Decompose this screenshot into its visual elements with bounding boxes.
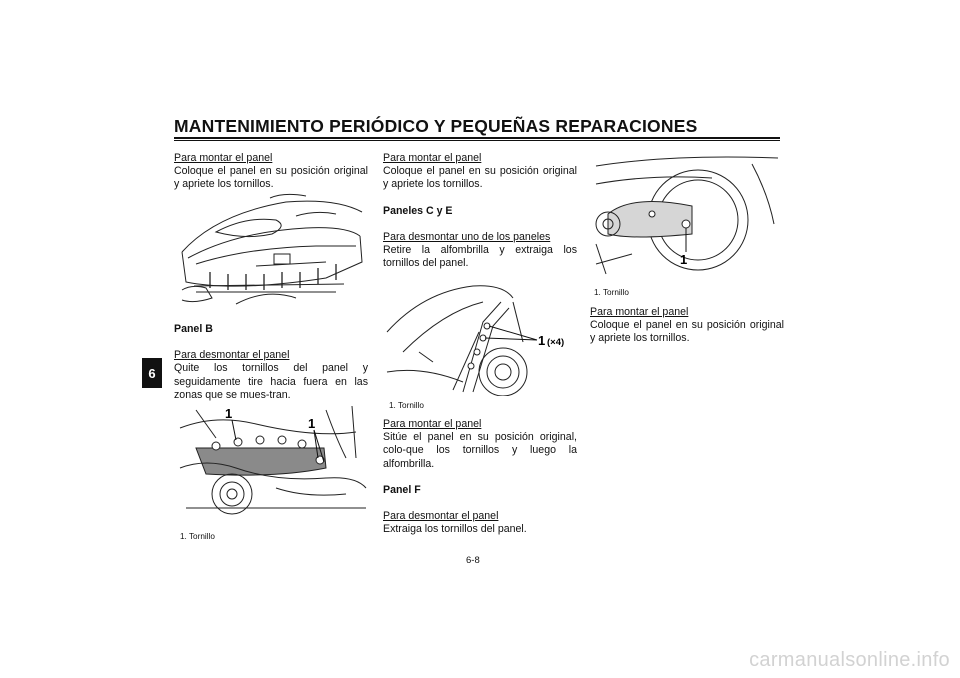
paragraph: Coloque el panel en su posición original… [174,165,368,191]
section-heading: Para desmontar el panel [383,510,499,523]
figure-label: 1 [308,416,315,431]
section-heading: Para montar el panel [590,306,689,318]
paragraph: Sitúe el panel en su posición original, … [383,431,577,470]
section-heading: Para desmontar el panel [174,349,290,362]
figure-label: 1 [225,406,232,421]
section-heading: Para montar el panel [383,418,482,430]
watermark: carmanualsonline.info [749,649,950,671]
column-3: Para montar el panel Coloque el panel en… [590,306,784,346]
section-heading: Para desmontar uno de los paneles [383,230,551,243]
figure-label: 1 [680,252,687,267]
figure-caption: 1. Tornillo [389,401,424,410]
column-2: Para montar el panel Coloque el panel en… [383,152,577,270]
title-rule-thin [174,140,780,141]
figure-panel-f: 1 [595,156,779,275]
chapter-tab: 6 [142,358,162,388]
figure-caption: 1. Tornillo [180,532,215,541]
figure-panel-a [181,193,363,305]
paragraph: Extraiga los tornillos del panel. [383,523,527,536]
section-heading-bold: Panel F [383,483,421,496]
section-heading-bold: Panel B [174,323,213,335]
figure-panel-c-e: 1 (×4) [386,285,564,396]
page-number: 6-8 [466,555,480,566]
page-title: MANTENIMIENTO PERIÓDICO Y PEQUEÑAS REPAR… [174,116,698,136]
paragraph: Retire la alfombrilla y extraiga los tor… [383,244,577,270]
section-heading-bold: Paneles C y E [383,204,453,217]
title-rule [174,137,780,139]
paragraph: Coloque el panel en su posición original… [383,165,577,191]
section-heading: Para montar el panel [383,152,482,164]
column-2-lower: Para montar el panel Sitúe el panel en s… [383,418,577,536]
figure-label-quantity: (×4) [547,337,564,348]
figure-panel-b: 1 1 [179,405,367,515]
section-heading: Para montar el panel [174,152,273,164]
figure-label: 1 [538,333,545,348]
paragraph: Quite los tornillos del panel y seguidam… [174,362,368,401]
column-1-lower: Panel B Para desmontar el panel Quite lo… [174,323,368,402]
paragraph: Coloque el panel en su posición original… [590,319,784,345]
column-1: Para montar el panel Coloque el panel en… [174,152,368,192]
figure-caption: 1. Tornillo [594,288,629,297]
